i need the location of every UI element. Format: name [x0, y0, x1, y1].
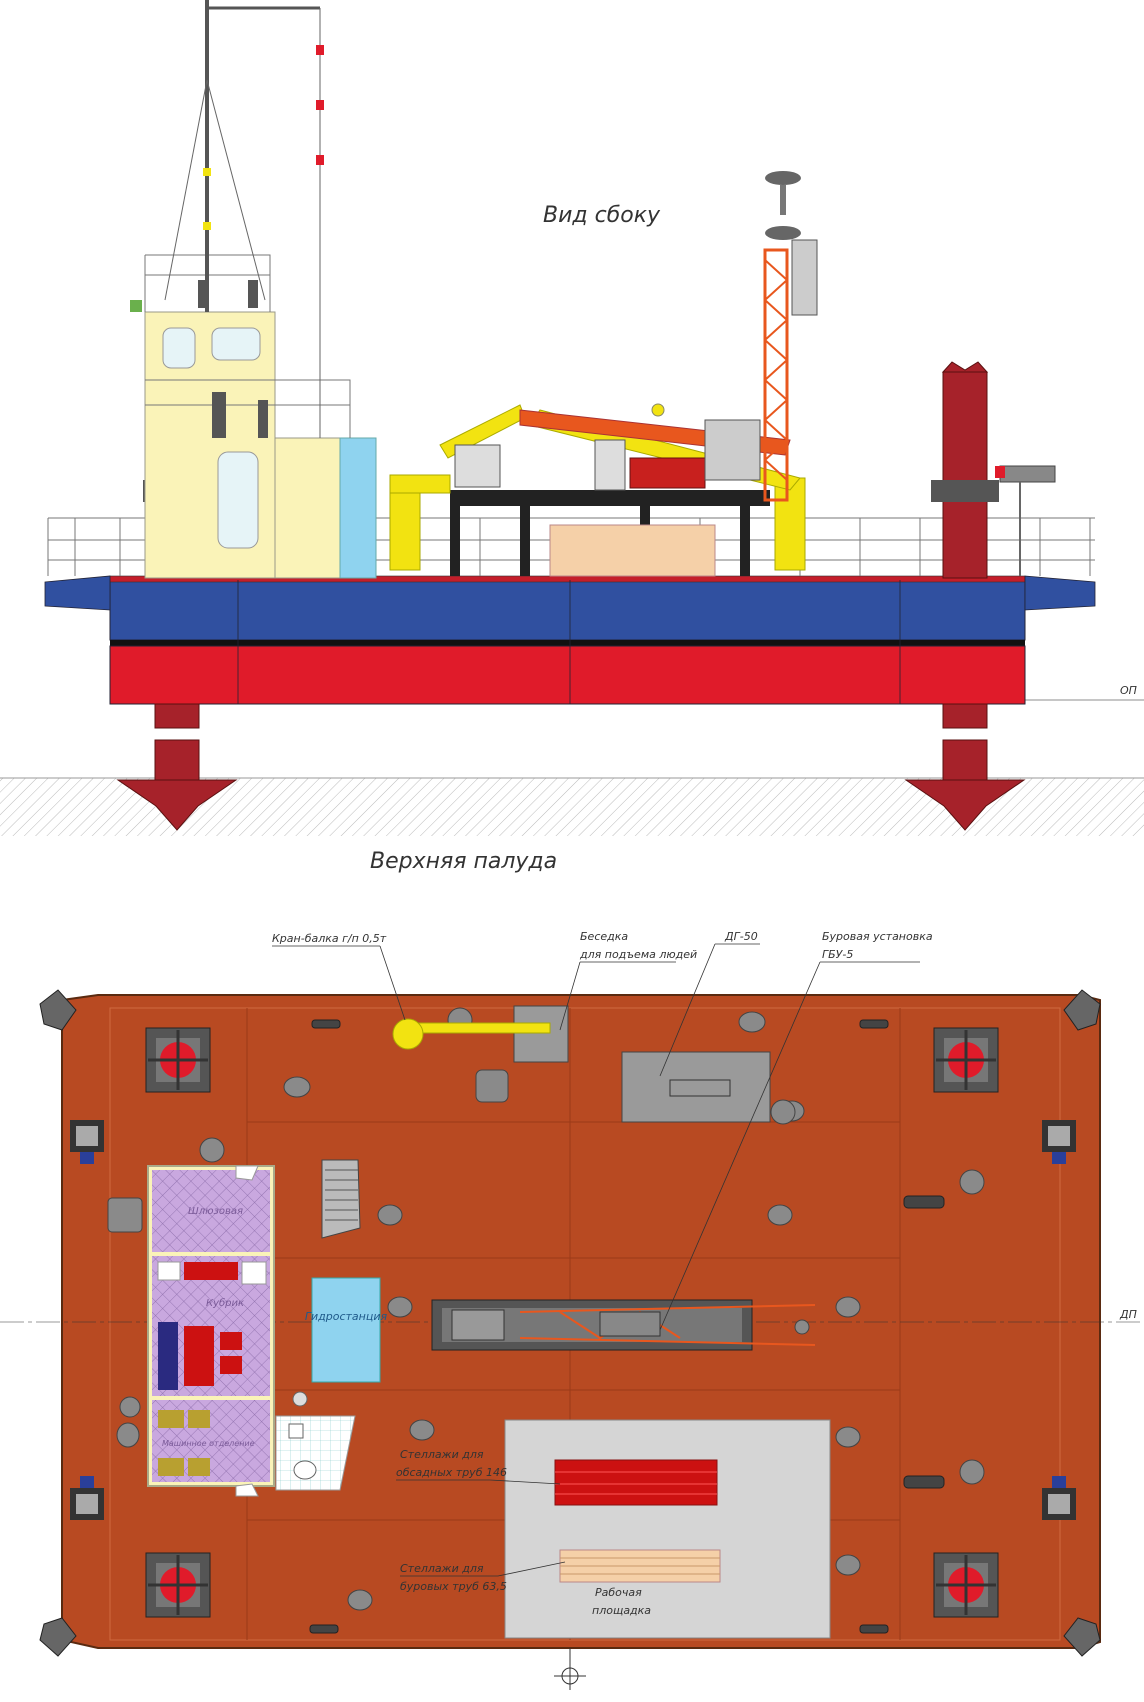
gazebo-personnel-lift — [513, 1005, 569, 1063]
callouts: Кран-балка г/п 0,5т Беседка для подъема … — [272, 930, 933, 1617]
leg-stern — [904, 361, 1026, 831]
cabin-plan: Шлюзовая Кубрик Машинное отделение — [147, 1165, 356, 1497]
side-view: Вид сбоку ОП — [0, 0, 1144, 836]
hydrostation — [311, 1277, 381, 1383]
callout-drillpipe-1: Стеллажи для — [400, 1562, 484, 1575]
callout-casing-2: обсадных труб 146 — [396, 1466, 507, 1479]
callout-workarea-1: Рабочая — [595, 1586, 642, 1599]
callout-workarea-2: площадка — [592, 1604, 651, 1617]
top-deck-view: Верхняя палуда ДП — [0, 849, 1144, 1690]
callout-generator: ДГ-50 — [724, 930, 758, 943]
hull-stripe — [110, 640, 1025, 646]
leg-housings — [145, 1027, 999, 1618]
stern-marker — [554, 1648, 586, 1690]
callout-gazebo-2: для подъема людей — [579, 948, 697, 961]
callout-drill-2: ГБУ-5 — [822, 948, 853, 961]
casing-pipe-rack — [554, 1459, 718, 1506]
deck-hatches — [107, 1007, 985, 1611]
mast — [164, 0, 324, 438]
drill-rig-side — [389, 171, 818, 577]
stern-signal — [995, 465, 1056, 576]
pipe-rack-side — [549, 524, 716, 577]
side-view-title: Вид сбоку — [543, 203, 661, 228]
callout-gazebo-1: Беседка — [580, 930, 628, 943]
work-area — [504, 1419, 831, 1639]
callout-drillpipe-2: буровых труб 63,5 — [400, 1580, 507, 1593]
corner-fittings — [39, 989, 1101, 1657]
callout-crane: Кран-балка г/п 0,5т — [272, 932, 387, 945]
bow-platform — [44, 575, 111, 611]
hydrostation-label: Гидростанция — [305, 1310, 388, 1323]
bollards — [309, 1019, 945, 1634]
room-label-airlock: Шлюзовая — [188, 1206, 243, 1217]
hull-upper-blue — [109, 579, 1026, 641]
room-label-crew: Кубрик — [206, 1297, 244, 1309]
generator-dg50 — [621, 1051, 771, 1123]
callout-casing-1: Стеллажи для — [400, 1448, 484, 1461]
hull-lower-red — [109, 645, 1026, 705]
staircase — [321, 1159, 361, 1239]
deckhouse — [130, 254, 377, 579]
callout-drill-1: Буровая установка — [822, 930, 933, 943]
top-deck-title: Верхняя палуда — [370, 849, 557, 874]
centerline-label: ДП — [1119, 1308, 1137, 1321]
room-label-engine: Машинное отделение — [162, 1439, 255, 1448]
waterline-label: ОП — [1120, 684, 1137, 697]
winches — [70, 1120, 1076, 1520]
drill-rig-plan — [431, 1299, 816, 1351]
stern-platform — [1024, 575, 1096, 611]
